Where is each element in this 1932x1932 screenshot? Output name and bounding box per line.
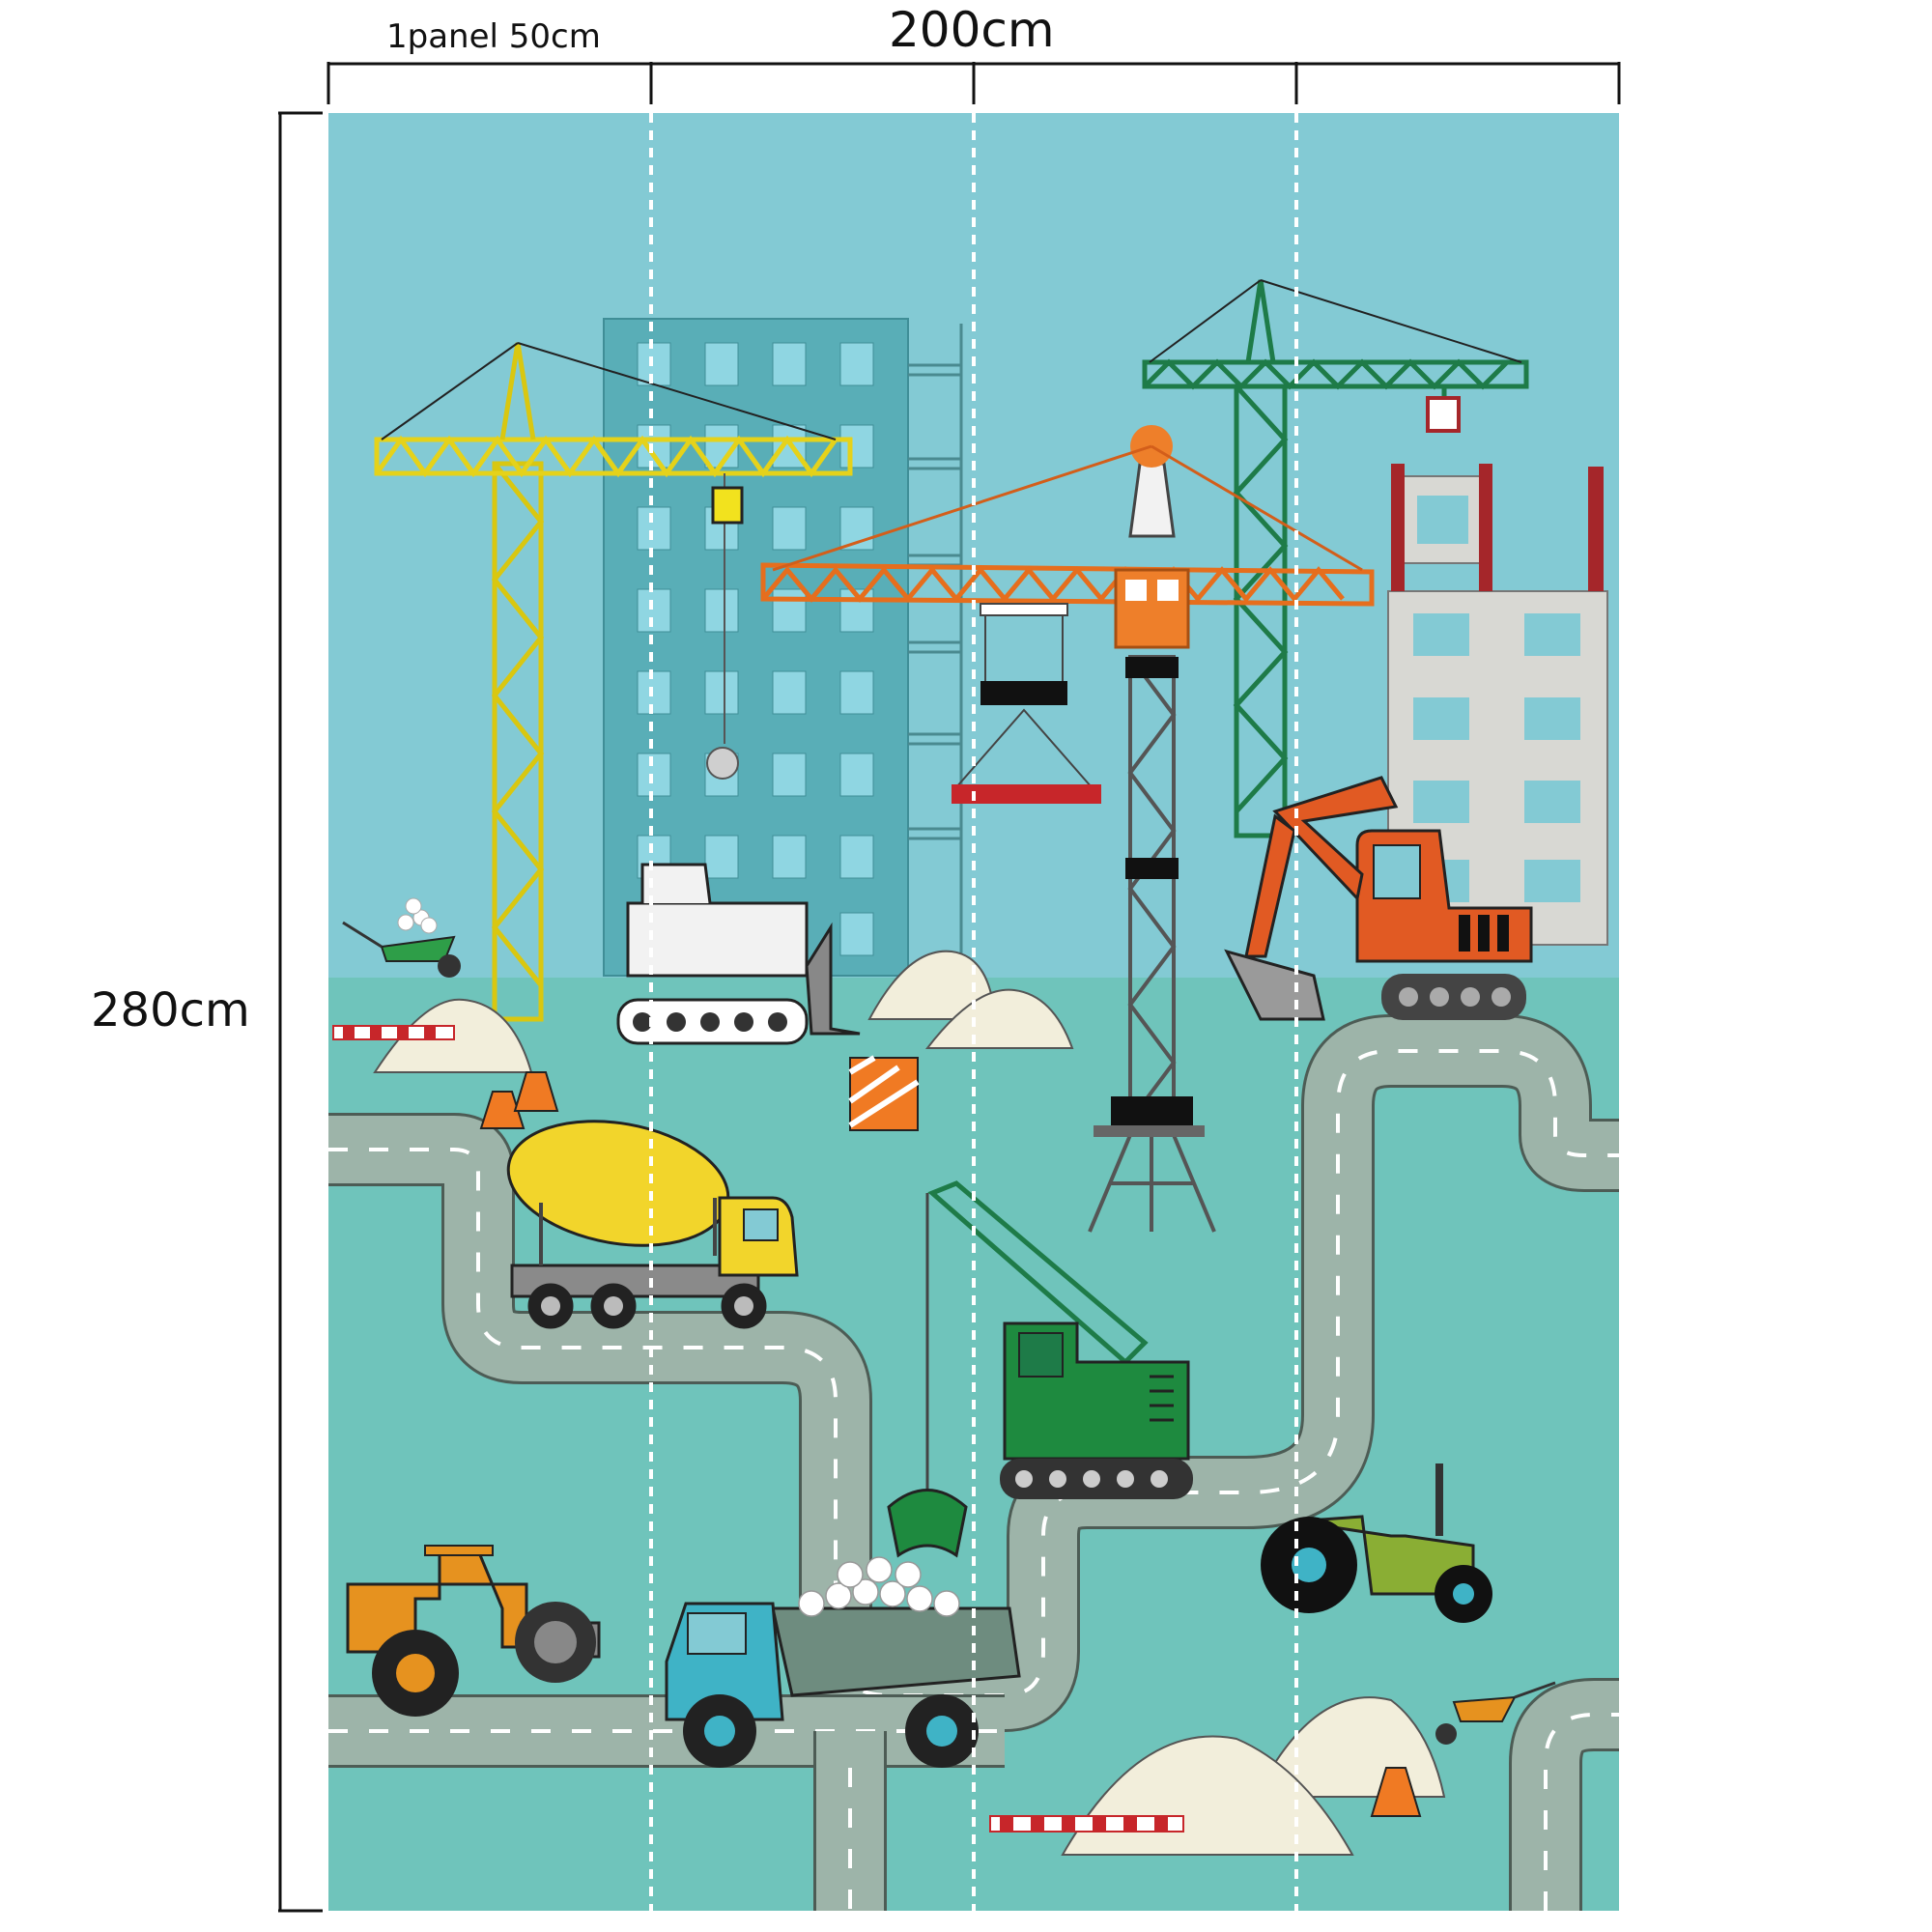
- orange-tower-crane: [760, 425, 1375, 1233]
- panel-width-label: 1panel 50cm: [386, 17, 601, 56]
- wrecking-ball: [706, 747, 739, 780]
- barriers: [332, 1025, 1184, 1833]
- bulldozer: [616, 863, 861, 1045]
- dump-truck: [665, 1556, 1021, 1768]
- excavator: [1224, 776, 1533, 1021]
- road-network: [328, 1014, 1631, 1911]
- total-width-label: 200cm: [889, 2, 1055, 58]
- green-tower-crane: [1142, 279, 1529, 838]
- panel-seams: [649, 113, 1298, 1911]
- total-height-label: 280cm: [91, 983, 250, 1037]
- yellow-crane-hook-block: [711, 486, 744, 525]
- traffic-cones: [479, 1071, 1422, 1817]
- tractor: [1261, 1463, 1492, 1623]
- crawler-grab-crane: [887, 1180, 1193, 1558]
- green-crane-hook-block: [1426, 396, 1461, 433]
- cement-mixer-truck: [506, 1120, 799, 1329]
- height-dimension-line: [278, 111, 323, 1913]
- wheelbarrows: [342, 897, 1556, 1745]
- blue-building: [603, 318, 963, 977]
- yellow-tower-crane: [374, 342, 853, 1022]
- road-roller: [346, 1545, 601, 1717]
- width-dimension-line: [327, 62, 1621, 104]
